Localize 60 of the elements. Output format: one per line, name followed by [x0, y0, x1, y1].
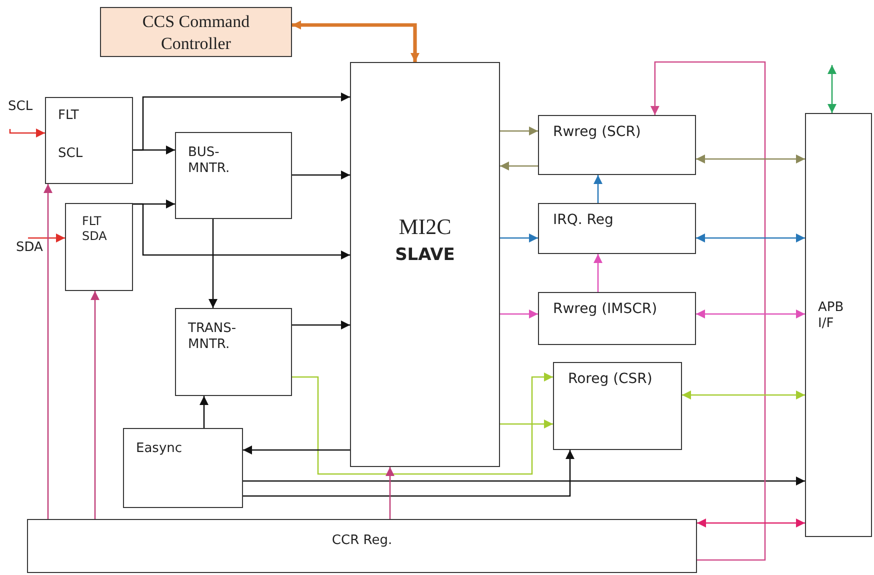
block-label: BUS- MNTR.	[188, 145, 231, 178]
block-box	[175, 308, 292, 396]
arrow	[208, 219, 218, 308]
block-box	[123, 428, 243, 508]
arrow	[386, 467, 394, 519]
arrow	[594, 175, 602, 203]
block-label: Rwreg (IMSCR)	[553, 301, 658, 318]
arrow	[696, 154, 805, 164]
block-box	[100, 7, 292, 57]
arrow	[133, 203, 350, 260]
arrow	[243, 476, 805, 486]
arrow	[696, 310, 805, 318]
block-box	[553, 362, 682, 450]
arrow	[90, 291, 100, 519]
signal-label: SCL	[8, 99, 33, 116]
arrow	[828, 65, 836, 113]
block-box	[538, 115, 696, 175]
signal-label: SDA	[16, 240, 43, 256]
block-box	[538, 292, 696, 345]
arrow	[697, 518, 805, 528]
arrow	[500, 162, 538, 170]
block-label: FLT	[58, 108, 79, 124]
block-box	[350, 62, 500, 467]
block-label: SLAVE	[395, 244, 455, 266]
arrow	[500, 310, 538, 318]
block-box	[805, 113, 872, 537]
arrow	[696, 234, 805, 242]
arrow	[292, 20, 420, 62]
arrow	[500, 234, 538, 242]
block-box	[45, 97, 133, 184]
arrow	[500, 126, 538, 136]
block-box	[65, 203, 133, 291]
arrow	[9, 128, 45, 138]
arrow	[243, 450, 574, 497]
block-box	[27, 519, 697, 573]
block-label: FLT SDA	[82, 214, 108, 244]
block-box	[175, 132, 292, 219]
block-label: Roreg (CSR)	[568, 371, 652, 388]
arrow	[28, 234, 65, 242]
block-label: Rwreg (SCR)	[553, 124, 641, 142]
block-label: SCL	[58, 146, 83, 162]
arrow	[243, 446, 350, 454]
block-label: Easync	[136, 441, 182, 458]
arrow	[594, 254, 602, 292]
arrow	[200, 396, 208, 428]
block-label: APB I/F	[818, 300, 845, 332]
block-label: MI2C	[398, 213, 452, 240]
block-label: CCS Command Controller	[141, 11, 251, 56]
arrow	[500, 420, 553, 428]
arrow	[292, 170, 350, 180]
arrow	[650, 61, 766, 561]
block-label: TRANS- MNTR.	[188, 321, 238, 354]
block-box	[538, 203, 696, 254]
block-label: CCR Reg.	[332, 533, 392, 550]
block-label: IRQ. Reg	[553, 212, 614, 230]
arrow	[292, 320, 350, 330]
arrow	[292, 372, 553, 475]
arrow	[44, 184, 52, 519]
arrow	[133, 146, 175, 154]
arrow	[682, 390, 805, 400]
